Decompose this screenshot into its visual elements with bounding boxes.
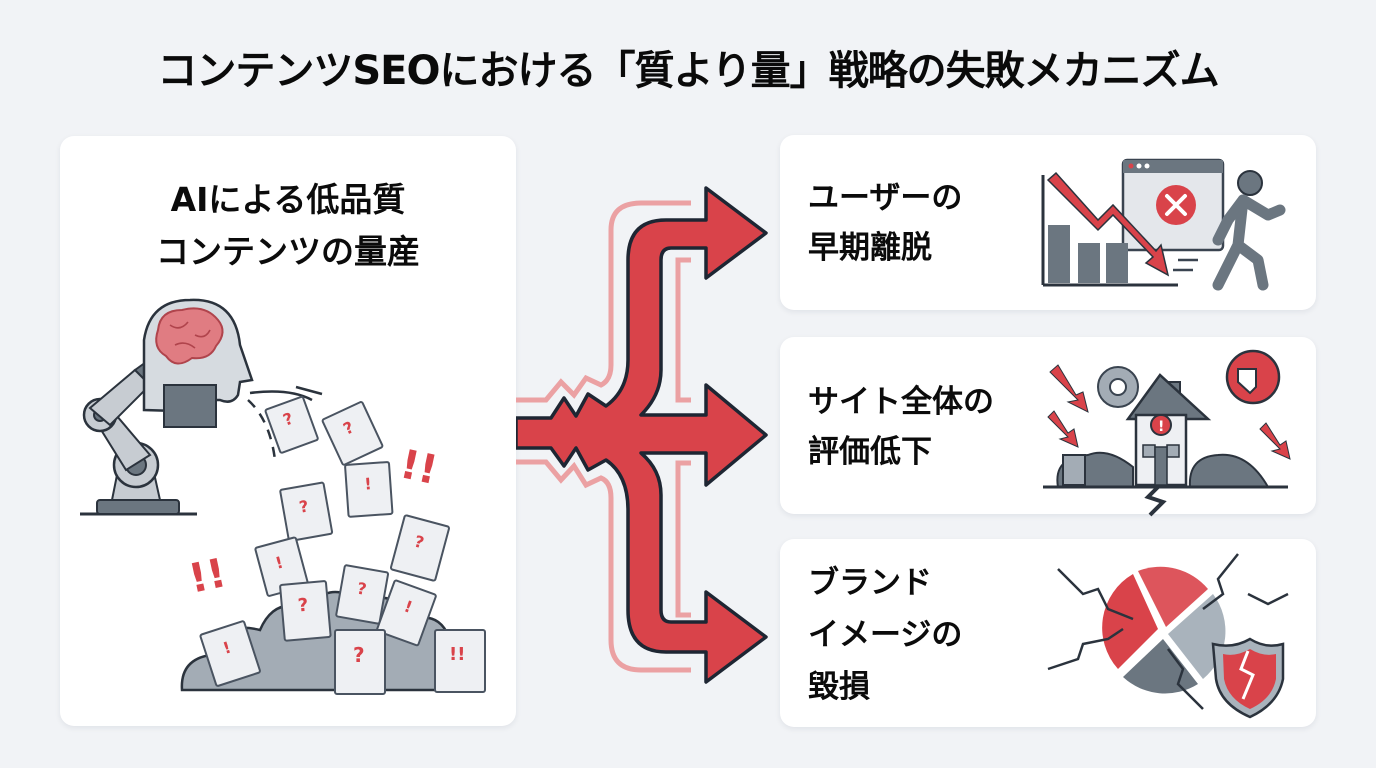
- effect-label-line-2: イメージの: [808, 617, 963, 653]
- svg-text:!!: !!: [449, 644, 465, 665]
- svg-text:!: !: [273, 553, 285, 573]
- svg-text:?: ?: [298, 496, 310, 516]
- effect-card-site-evaluation-drop: サイト全体の 評価低下 !: [780, 337, 1316, 517]
- svg-text:!: !: [364, 474, 373, 493]
- cause-heading: AIによる低品質 コンテンツの量産: [60, 174, 516, 278]
- effect-label-line-3: 毀損: [808, 669, 870, 705]
- cause-heading-line-1: AIによる低品質: [170, 180, 406, 219]
- effect-label-line-1: ユーザーの: [808, 180, 963, 216]
- cracked-logo-broken-shield-icon: [1047, 553, 1289, 719]
- svg-text:?: ?: [353, 643, 365, 667]
- effect-label: サイト全体の 評価低下: [808, 377, 994, 477]
- effect-label-line-2: 早期離脱: [808, 230, 932, 266]
- effect-label-line-1: サイト全体の: [808, 384, 994, 420]
- effect-card-brand-damage: ブランド イメージの 毀損: [780, 539, 1316, 727]
- svg-text:!!: !!: [396, 441, 441, 494]
- branching-arrow-icon: [516, 186, 768, 684]
- effect-label-line-2: 評価低下: [808, 434, 932, 470]
- declining-chart-walking-user-icon: [1041, 158, 1286, 291]
- effect-label: ユーザーの 早期離脱: [808, 173, 962, 273]
- effect-label-line-1: ブランド: [808, 565, 932, 601]
- svg-text:?: ?: [297, 595, 309, 617]
- page-title: コンテンツSEOにおける「質より量」戦略の失敗メカニズム: [157, 48, 1219, 94]
- svg-text:!: !: [1158, 419, 1164, 435]
- robot-ai-documents-icon: ? ? ? ! ? ! ? ? ! ! ? !! !! !!: [80, 298, 486, 695]
- effect-card-user-churn: ユーザーの 早期離脱: [780, 135, 1316, 310]
- damaged-house-thumbs-down-icon: !: [1043, 349, 1291, 517]
- effect-label: ブランド イメージの 毀損: [808, 557, 962, 713]
- cause-card: AIによる低品質 コンテンツの量産 ? ? ? !: [60, 136, 516, 726]
- cause-heading-line-2: コンテンツの量産: [156, 232, 420, 271]
- svg-text:!!: !!: [185, 550, 230, 603]
- svg-text:?: ?: [356, 579, 368, 599]
